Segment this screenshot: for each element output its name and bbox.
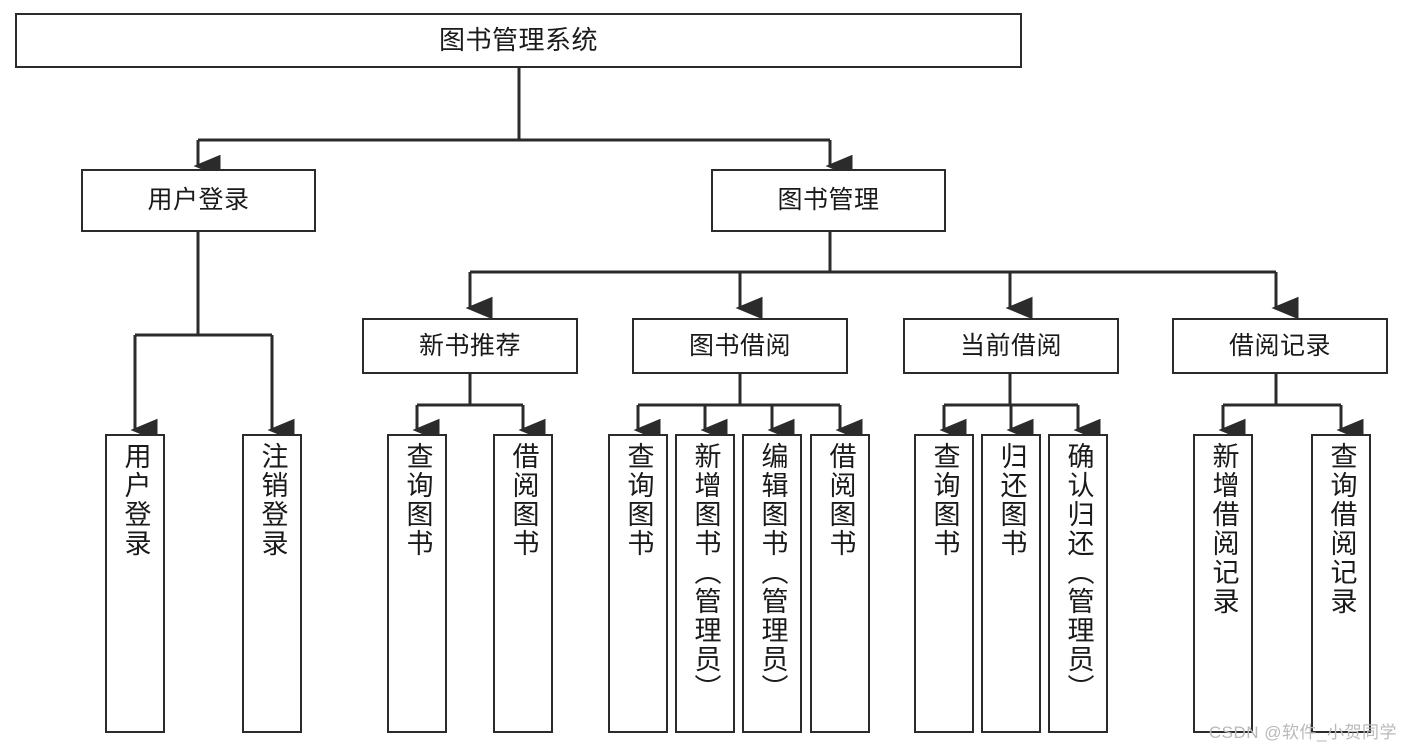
node-label: 借阅记录 bbox=[1228, 331, 1331, 360]
node-leaf-logout[interactable]: 注销登录 bbox=[242, 434, 302, 733]
node-label: 确认归还（管理员） bbox=[1063, 442, 1094, 703]
node-borrow-record[interactable]: 借阅记录 bbox=[1172, 318, 1388, 374]
node-leaf-edit-book-admin[interactable]: 编辑图书（管理员） bbox=[742, 434, 802, 733]
node-leaf-user-login[interactable]: 用户登录 bbox=[105, 434, 165, 733]
node-label: 借阅图书 bbox=[508, 442, 539, 558]
node-label: 当前借阅 bbox=[959, 331, 1062, 360]
watermark-text: CSDN @软件_小贺同学 bbox=[1208, 723, 1397, 742]
node-root-book-management-system[interactable]: 图书管理系统 bbox=[15, 13, 1022, 68]
node-label: 编辑图书（管理员） bbox=[757, 442, 788, 703]
node-leaf-return-book[interactable]: 归还图书 bbox=[981, 434, 1041, 733]
node-user-login[interactable]: 用户登录 bbox=[81, 169, 316, 232]
node-label: 查询图书 bbox=[402, 442, 433, 558]
node-book-management[interactable]: 图书管理 bbox=[711, 169, 946, 232]
node-label: 图书管理系统 bbox=[438, 24, 598, 55]
node-label: 新增借阅记录 bbox=[1208, 442, 1239, 616]
node-book-borrow[interactable]: 图书借阅 bbox=[632, 318, 848, 374]
node-label: 用户登录 bbox=[120, 442, 151, 558]
node-label: 图书管理 bbox=[777, 186, 880, 215]
node-new-book-recommend[interactable]: 新书推荐 bbox=[362, 318, 578, 374]
node-leaf-query-book-current[interactable]: 查询图书 bbox=[914, 434, 974, 733]
node-label: 归还图书 bbox=[996, 442, 1027, 558]
node-leaf-query-book-new[interactable]: 查询图书 bbox=[387, 434, 447, 733]
node-label: 借阅图书 bbox=[825, 442, 856, 558]
node-label: 图书借阅 bbox=[688, 331, 791, 360]
node-leaf-add-borrow-record[interactable]: 新增借阅记录 bbox=[1193, 434, 1253, 733]
node-leaf-borrow-book-new[interactable]: 借阅图书 bbox=[493, 434, 553, 733]
node-label: 查询图书 bbox=[929, 442, 960, 558]
node-label: 用户登录 bbox=[147, 186, 250, 215]
node-leaf-add-book-admin[interactable]: 新增图书（管理员） bbox=[675, 434, 735, 733]
node-label: 新增图书（管理员） bbox=[690, 442, 721, 703]
node-leaf-query-borrow-record[interactable]: 查询借阅记录 bbox=[1311, 434, 1371, 733]
node-label: 查询借阅记录 bbox=[1326, 442, 1357, 616]
node-label: 注销登录 bbox=[257, 442, 288, 558]
node-label: 查询图书 bbox=[623, 442, 654, 558]
node-leaf-confirm-return-admin[interactable]: 确认归还（管理员） bbox=[1048, 434, 1108, 733]
node-leaf-borrow-book[interactable]: 借阅图书 bbox=[810, 434, 870, 733]
node-current-borrow[interactable]: 当前借阅 bbox=[903, 318, 1119, 374]
node-label: 新书推荐 bbox=[418, 331, 521, 360]
node-leaf-query-book-borrow[interactable]: 查询图书 bbox=[608, 434, 668, 733]
